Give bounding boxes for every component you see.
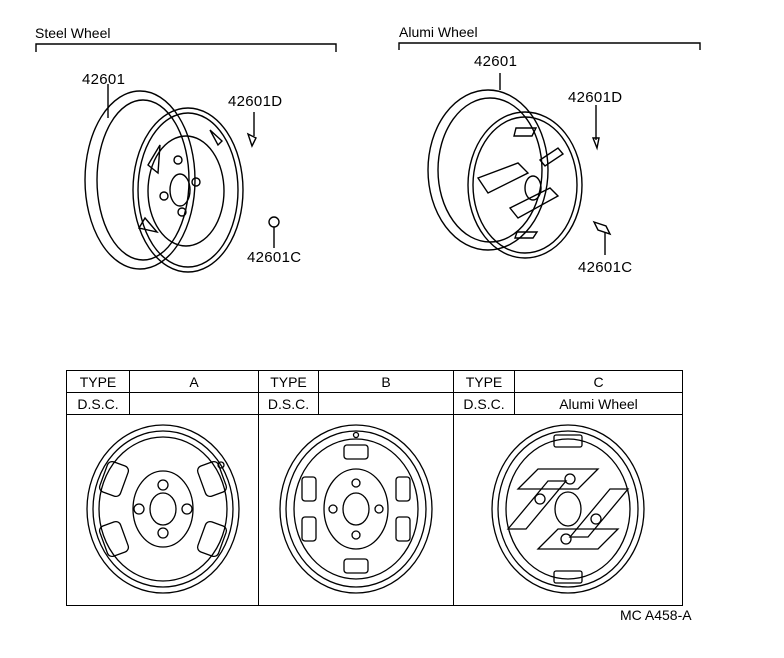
type-label: TYPE xyxy=(66,370,130,393)
dsc-value-c: Alumi Wheel xyxy=(514,392,683,415)
alumi-wheel-part-number: 42601 xyxy=(474,53,518,70)
steel-weight-part-number: 42601D xyxy=(228,93,283,110)
dsc-value-b xyxy=(318,392,454,415)
dsc-row: D.S.C. D.S.C. D.S.C. Alumi Wheel xyxy=(66,392,683,415)
steel-nut-part-number: 42601C xyxy=(247,249,302,266)
dsc-label: D.S.C. xyxy=(66,392,130,415)
type-label: TYPE xyxy=(258,370,319,393)
type-row: TYPE A TYPE B TYPE C xyxy=(66,370,683,393)
steel-wheel-part-number: 42601 xyxy=(82,71,126,88)
steel-hub-nut-icon xyxy=(268,216,280,228)
dsc-label: D.S.C. xyxy=(453,392,515,415)
steel-wheel-title: Steel Wheel xyxy=(35,25,111,41)
steel-section-bracket xyxy=(35,43,337,52)
type-label: TYPE xyxy=(453,370,515,393)
alumi-nut-part-number: 42601C xyxy=(578,259,633,276)
alumi-section-bracket xyxy=(398,42,701,50)
wheel-type-c-image xyxy=(453,414,683,606)
alumi-weight-part-number: 42601D xyxy=(568,89,623,106)
alumi-wheel-title: Alumi Wheel xyxy=(399,24,478,40)
dsc-value-a xyxy=(129,392,259,415)
wheel-type-table: TYPE A TYPE B TYPE C D.S.C. D.S.C. D.S.C… xyxy=(66,370,683,606)
alumi-wheel-drawing xyxy=(427,73,583,259)
type-value-b: B xyxy=(318,370,454,393)
steel-wheel-drawing xyxy=(84,84,244,273)
type-value-a: A xyxy=(129,370,259,393)
alumi-balance-weight-icon xyxy=(591,137,600,151)
image-row xyxy=(66,414,683,606)
wheel-type-b-image xyxy=(258,414,454,606)
type-value-c: C xyxy=(514,370,683,393)
alumi-hub-nut-icon xyxy=(592,220,612,236)
wheel-type-a-image xyxy=(66,414,259,606)
dsc-label: D.S.C. xyxy=(258,392,319,415)
diagram-code: MC A458-A xyxy=(620,607,692,623)
steel-balance-weight-icon xyxy=(246,132,257,148)
